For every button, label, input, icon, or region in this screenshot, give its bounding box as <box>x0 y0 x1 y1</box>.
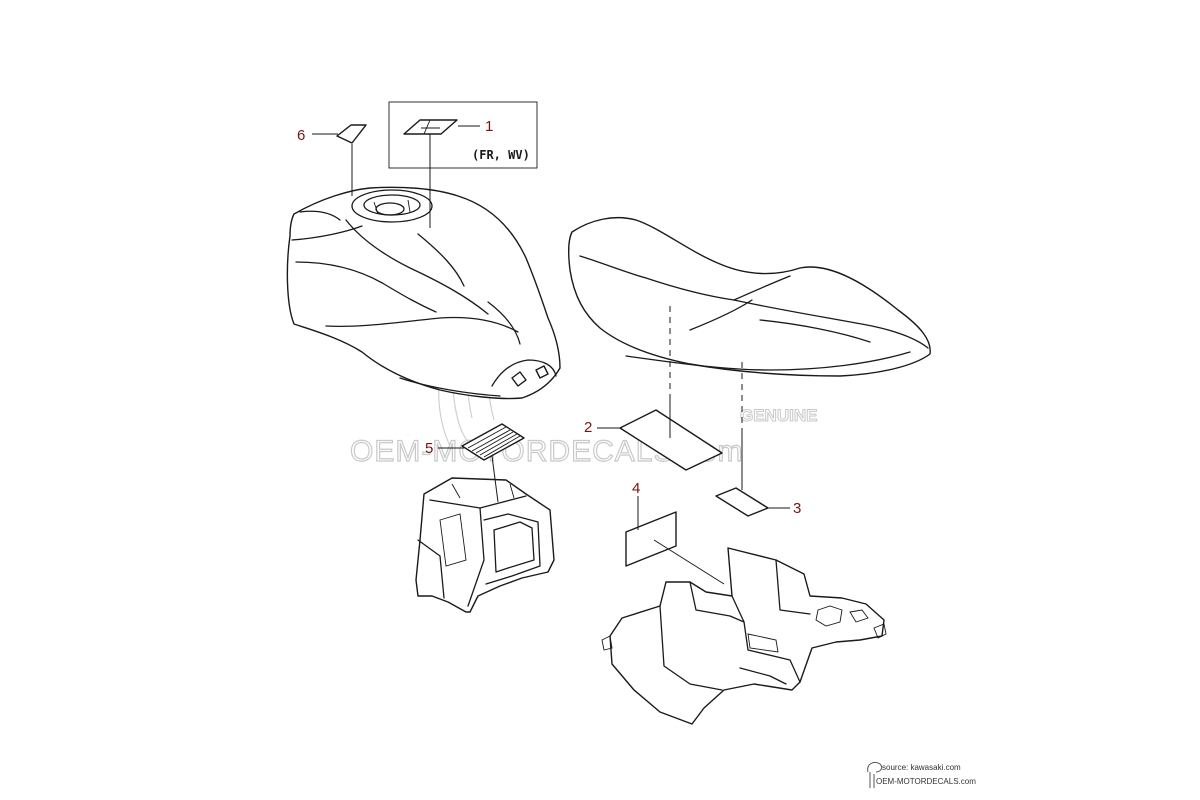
callouts: 1 2 3 4 5 6 <box>297 118 801 517</box>
leader-lines <box>312 125 790 585</box>
callout-6: 6 <box>297 127 305 144</box>
credit-site: OEM-MOTORDECALS.com <box>876 777 976 786</box>
callout-3: 3 <box>793 500 801 517</box>
decal-2 <box>619 409 723 471</box>
watermark-badge: GENUINE <box>740 406 817 425</box>
note-box: (FR, WV) <box>388 101 538 169</box>
decal-3 <box>715 487 769 517</box>
decal-1 <box>403 119 458 135</box>
callout-4: 4 <box>632 480 640 497</box>
credit-source: source: kawasaki.com <box>882 763 961 772</box>
seat <box>567 217 931 377</box>
battery-case <box>415 477 555 613</box>
decal-5 <box>461 423 525 461</box>
decal-6 <box>336 124 367 144</box>
rear-fender-tray <box>601 547 887 725</box>
credit-logo-icon <box>867 761 883 788</box>
note-text: (FR, WV) <box>472 148 530 162</box>
decal-4 <box>625 511 677 567</box>
callout-1: 1 <box>485 118 493 135</box>
fuel-tank <box>286 186 561 400</box>
note-frame <box>388 101 538 169</box>
callout-5: 5 <box>425 440 433 457</box>
callout-2: 2 <box>584 419 592 436</box>
source-credit: source: kawasaki.com OEM-MOTORDECALS.com <box>867 761 976 788</box>
